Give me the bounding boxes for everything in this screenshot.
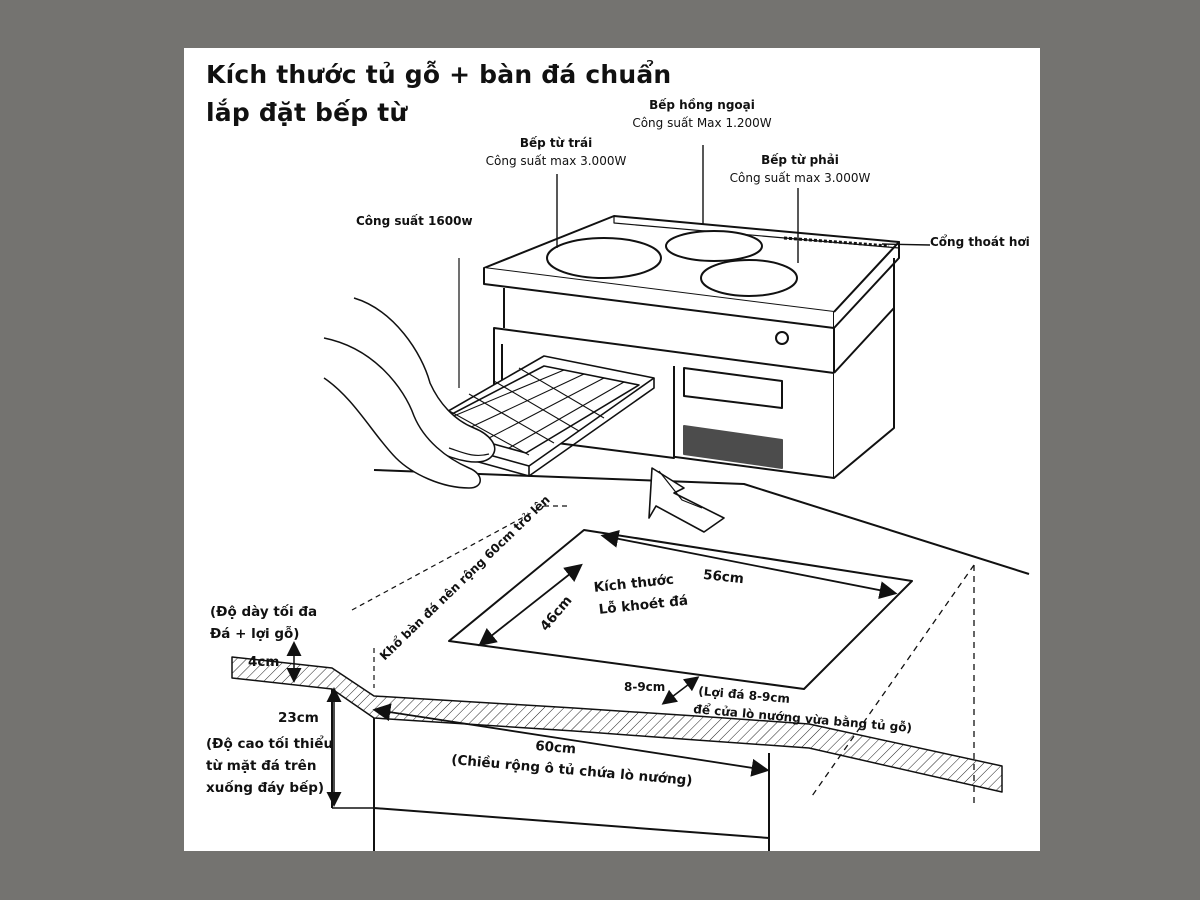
center-zone: [665, 230, 763, 262]
infrared-zone-power: Công suất Max 1.200W: [632, 116, 772, 130]
oven-power-label: Công suất 1600w: [356, 214, 473, 228]
left-zone-power: Công suất max 3.000W: [485, 154, 627, 168]
vent-label: Cổng thoát hơi: [930, 235, 1030, 249]
insert-arrow: [648, 467, 725, 533]
min-height-note-3: xuống đáy bếp): [206, 780, 325, 796]
hands: [323, 297, 496, 489]
height-dimension: 23cm: [278, 710, 319, 726]
title-line-1: Kích thước tủ gỗ + bàn đá chuẩn: [206, 60, 672, 89]
title-line-2: lắp đặt bếp từ: [206, 98, 408, 127]
cutout-outline: [448, 529, 913, 690]
cabinet-width-dimension: 60cm: [534, 738, 577, 758]
min-height-note-1: (Độ cao tối thiểu: [206, 736, 334, 752]
right-zone: [700, 259, 798, 297]
right-zone-power: Công suất max 3.000W: [729, 171, 871, 185]
max-thickness-note-1: (Độ dày tối đa: [210, 604, 318, 620]
cooktop: [483, 215, 900, 329]
left-zone: [546, 237, 662, 279]
left-zone-name: Bếp từ trái: [519, 136, 593, 150]
thickness-dimension: 4cm: [248, 654, 280, 670]
installation-drawing: [231, 145, 1030, 851]
infrared-zone-name: Bếp hồng ngoại: [649, 98, 755, 112]
lip-dimension: 8-9cm: [624, 680, 666, 694]
right-zone-name: Bếp từ phải: [761, 153, 839, 167]
min-height-note-2: từ mặt đá trên: [206, 758, 317, 774]
max-thickness-note-2: Đá + lợi gỗ): [210, 626, 300, 642]
diagram-panel: Kích thước tủ gỗ + bàn đá chuẩn lắp đặt …: [184, 48, 1040, 851]
